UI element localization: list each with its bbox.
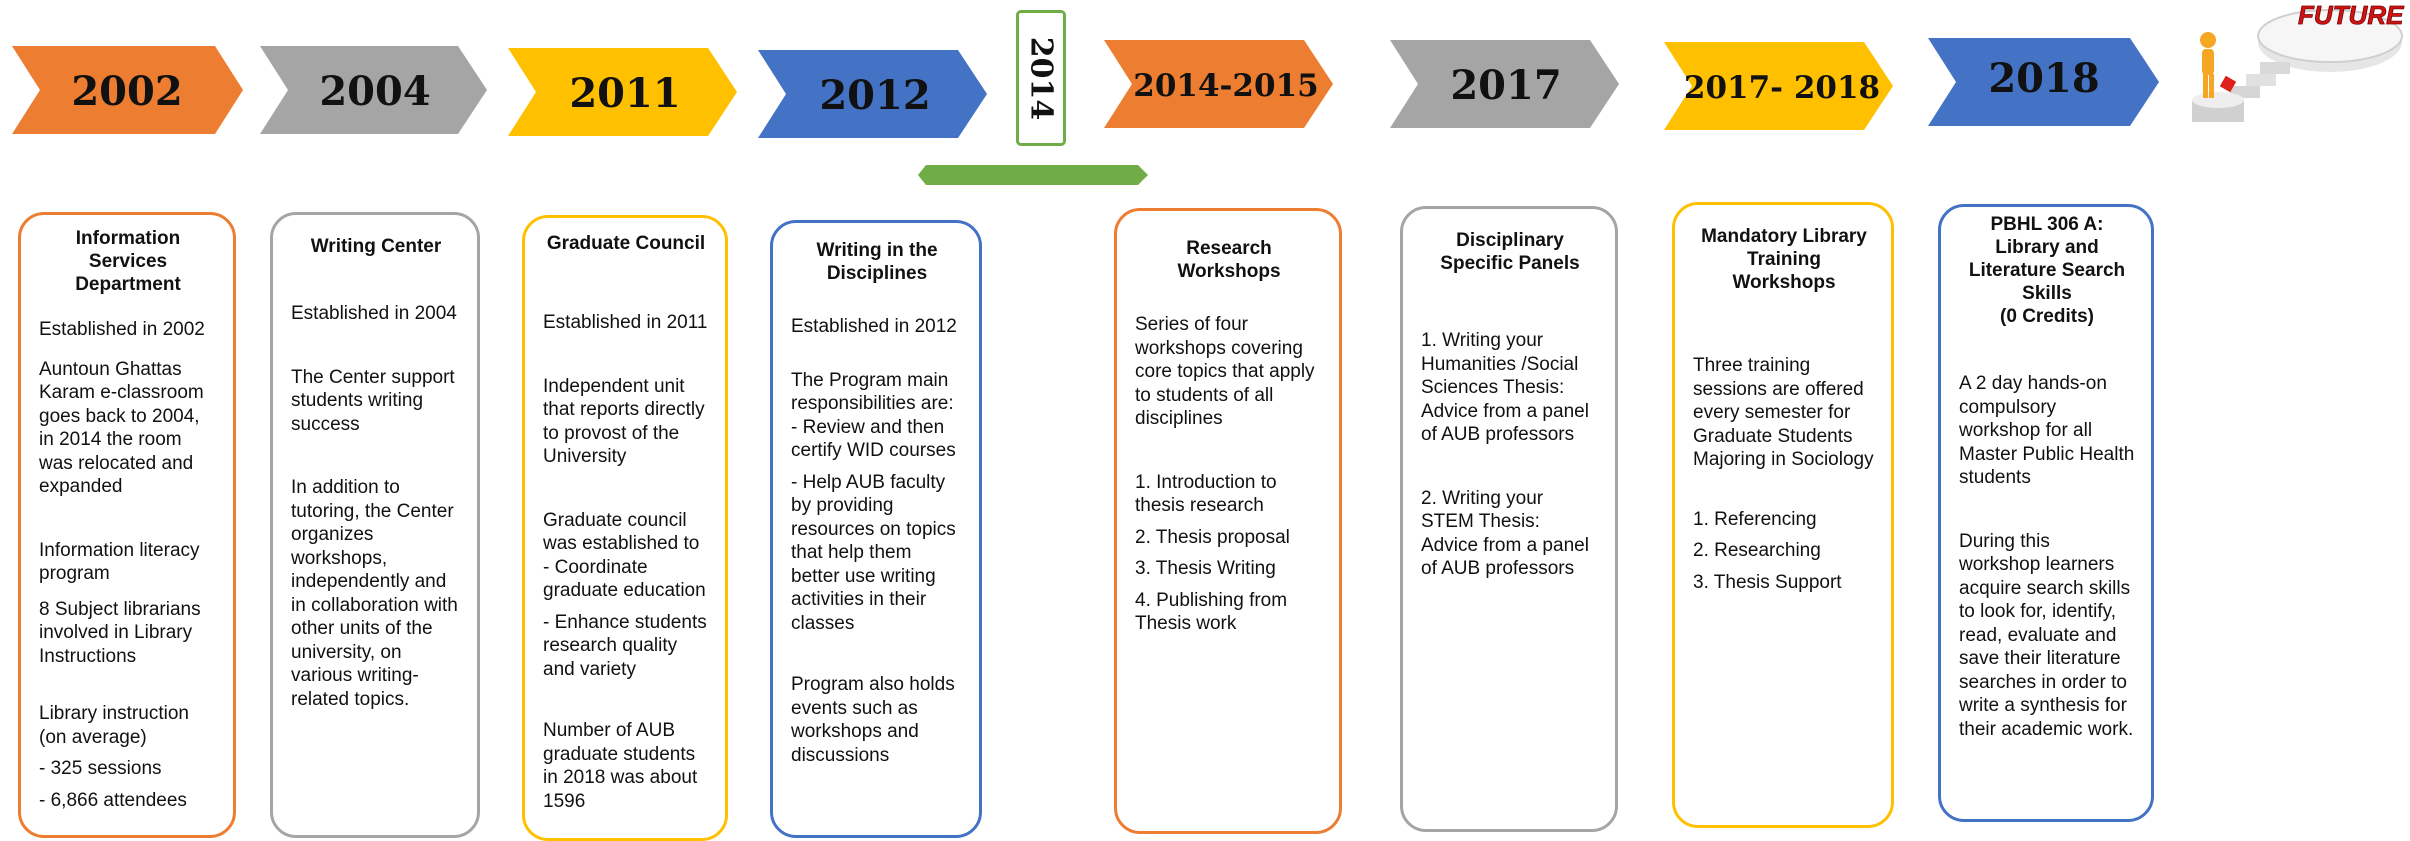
card-title: Research Workshops — [1177, 238, 1281, 282]
chevron-2012: 2012 — [758, 50, 987, 138]
milestone-2014-box: 2014 — [1016, 10, 1066, 146]
year-label-2018: 2018 — [1988, 55, 2099, 102]
card-line: Established in 2012 — [791, 316, 957, 337]
card-line: Information literacy program — [39, 539, 200, 585]
card-line: 4. Publishing from Thesis work — [1135, 589, 1288, 635]
card-line: 3. Thesis Support — [1693, 571, 1842, 593]
card-line: - Help AUB faculty by providing resource… — [791, 471, 956, 634]
card-writing-in-disciplines: Writing in the Disciplines Established i… — [770, 220, 982, 838]
year-label-2002: 2002 — [71, 68, 182, 115]
card-line: 1. Writing your Humanities /Social Scien… — [1421, 330, 1589, 445]
card-line: During this workshop learners acquire se… — [1959, 530, 2134, 740]
card-line: Established in 2011 — [543, 312, 708, 333]
card-line: Established in 2002 — [39, 319, 205, 340]
card-title: PBHL 306 A: Library and Literature Searc… — [1968, 214, 2126, 327]
card-title: Writing in the Disciplines — [816, 240, 938, 284]
chevron-2004: 2004 — [260, 46, 487, 134]
card-line: 2. Thesis proposal — [1135, 526, 1290, 548]
card-line: Independent unit that reports directly t… — [543, 375, 705, 468]
card-line: Program also holds events such as worksh… — [791, 674, 955, 766]
card-graduate-council: Graduate Council Established in 2011 Ind… — [522, 215, 728, 841]
card-title: Disciplinary Specific Panels — [1440, 230, 1580, 274]
year-label-2011: 2011 — [569, 70, 680, 117]
chevron-2017-2018: 2017- 2018 — [1664, 42, 1893, 130]
card-line: A 2 day hands-on compulsory workshop for… — [1959, 373, 2135, 488]
card-information-services: Information Services Department Establis… — [18, 212, 236, 838]
card-line: 1. Referencing — [1693, 508, 1817, 530]
card-writing-center: Writing Center Established in 2004 The C… — [270, 212, 480, 838]
chevron-2017: 2017 — [1390, 40, 1619, 128]
card-line: In addition to tutoring, the Center orga… — [291, 477, 458, 710]
card-line: 2. Writing your STEM Thesis: Advice from… — [1421, 487, 1589, 580]
card-line: The Center support students writing succ… — [291, 366, 455, 435]
card-line: Library instruction (on average) — [39, 703, 189, 748]
card-title: Writing Center — [310, 236, 442, 257]
milestone-2014-label: 2014 — [1023, 36, 1059, 120]
card-line: Series of four workshops covering core t… — [1135, 314, 1315, 429]
year-label-2017-2018: 2017- 2018 — [1684, 70, 1880, 106]
card-disciplinary-panels: Disciplinary Specific Panels 1. Writing … — [1400, 206, 1618, 832]
chevron-2014-2015: 2014-2015 — [1104, 40, 1333, 128]
card-line: - 325 sessions — [39, 758, 162, 779]
year-label-2014-2015: 2014-2015 — [1133, 68, 1318, 104]
timeline-arrows: 2002 2004 2011 2012 2014-2015 2017 2017-… — [12, 38, 2159, 185]
future-graphic: FUTURE — [2180, 0, 2410, 150]
card-line: 2. Researching — [1693, 540, 1821, 561]
chevron-2002: 2002 — [12, 46, 243, 134]
chevron-2011: 2011 — [508, 48, 737, 136]
card-line: 3. Thesis Writing — [1135, 558, 1276, 579]
year-label-2012: 2012 — [819, 72, 930, 119]
green-connector-bar — [918, 165, 1148, 185]
card-pbhl-306a: PBHL 306 A: Library and Literature Searc… — [1938, 204, 2154, 822]
card-research-workshops: Research Workshops Series of four worksh… — [1114, 208, 1342, 834]
card-line: 8 Subject librarians involved in Library… — [39, 598, 201, 667]
year-label-2004: 2004 — [319, 68, 430, 115]
card-line: Three training sessions are offered ever… — [1693, 355, 1874, 470]
card-line: Graduate council was established to - Co… — [543, 509, 706, 602]
chevron-2018: 2018 — [1928, 38, 2159, 126]
card-title: Information Services Department — [75, 228, 181, 295]
year-label-2017: 2017 — [1450, 62, 1561, 109]
card-line: - Enhance students research quality and … — [543, 611, 707, 680]
card-line: Established in 2004 — [291, 303, 457, 324]
card-title: Mandatory Library Training Workshops — [1701, 226, 1867, 293]
card-line: Auntoun Ghattas Karam e-classroom goes b… — [39, 358, 204, 498]
card-title: Graduate Council — [546, 233, 706, 254]
person-stairs-icon: FUTURE — [2192, 0, 2404, 122]
future-label: FUTURE — [2298, 0, 2404, 30]
card-line: 1. Introduction to thesis research — [1135, 471, 1277, 517]
card-library-training: Mandatory Library Training Workshops Thr… — [1672, 202, 1894, 828]
card-line: - 6,866 attendees — [39, 789, 187, 811]
card-line: The Program main responsibilities are: -… — [791, 369, 956, 462]
card-line: Number of AUB graduate students in 2018 … — [543, 720, 698, 812]
